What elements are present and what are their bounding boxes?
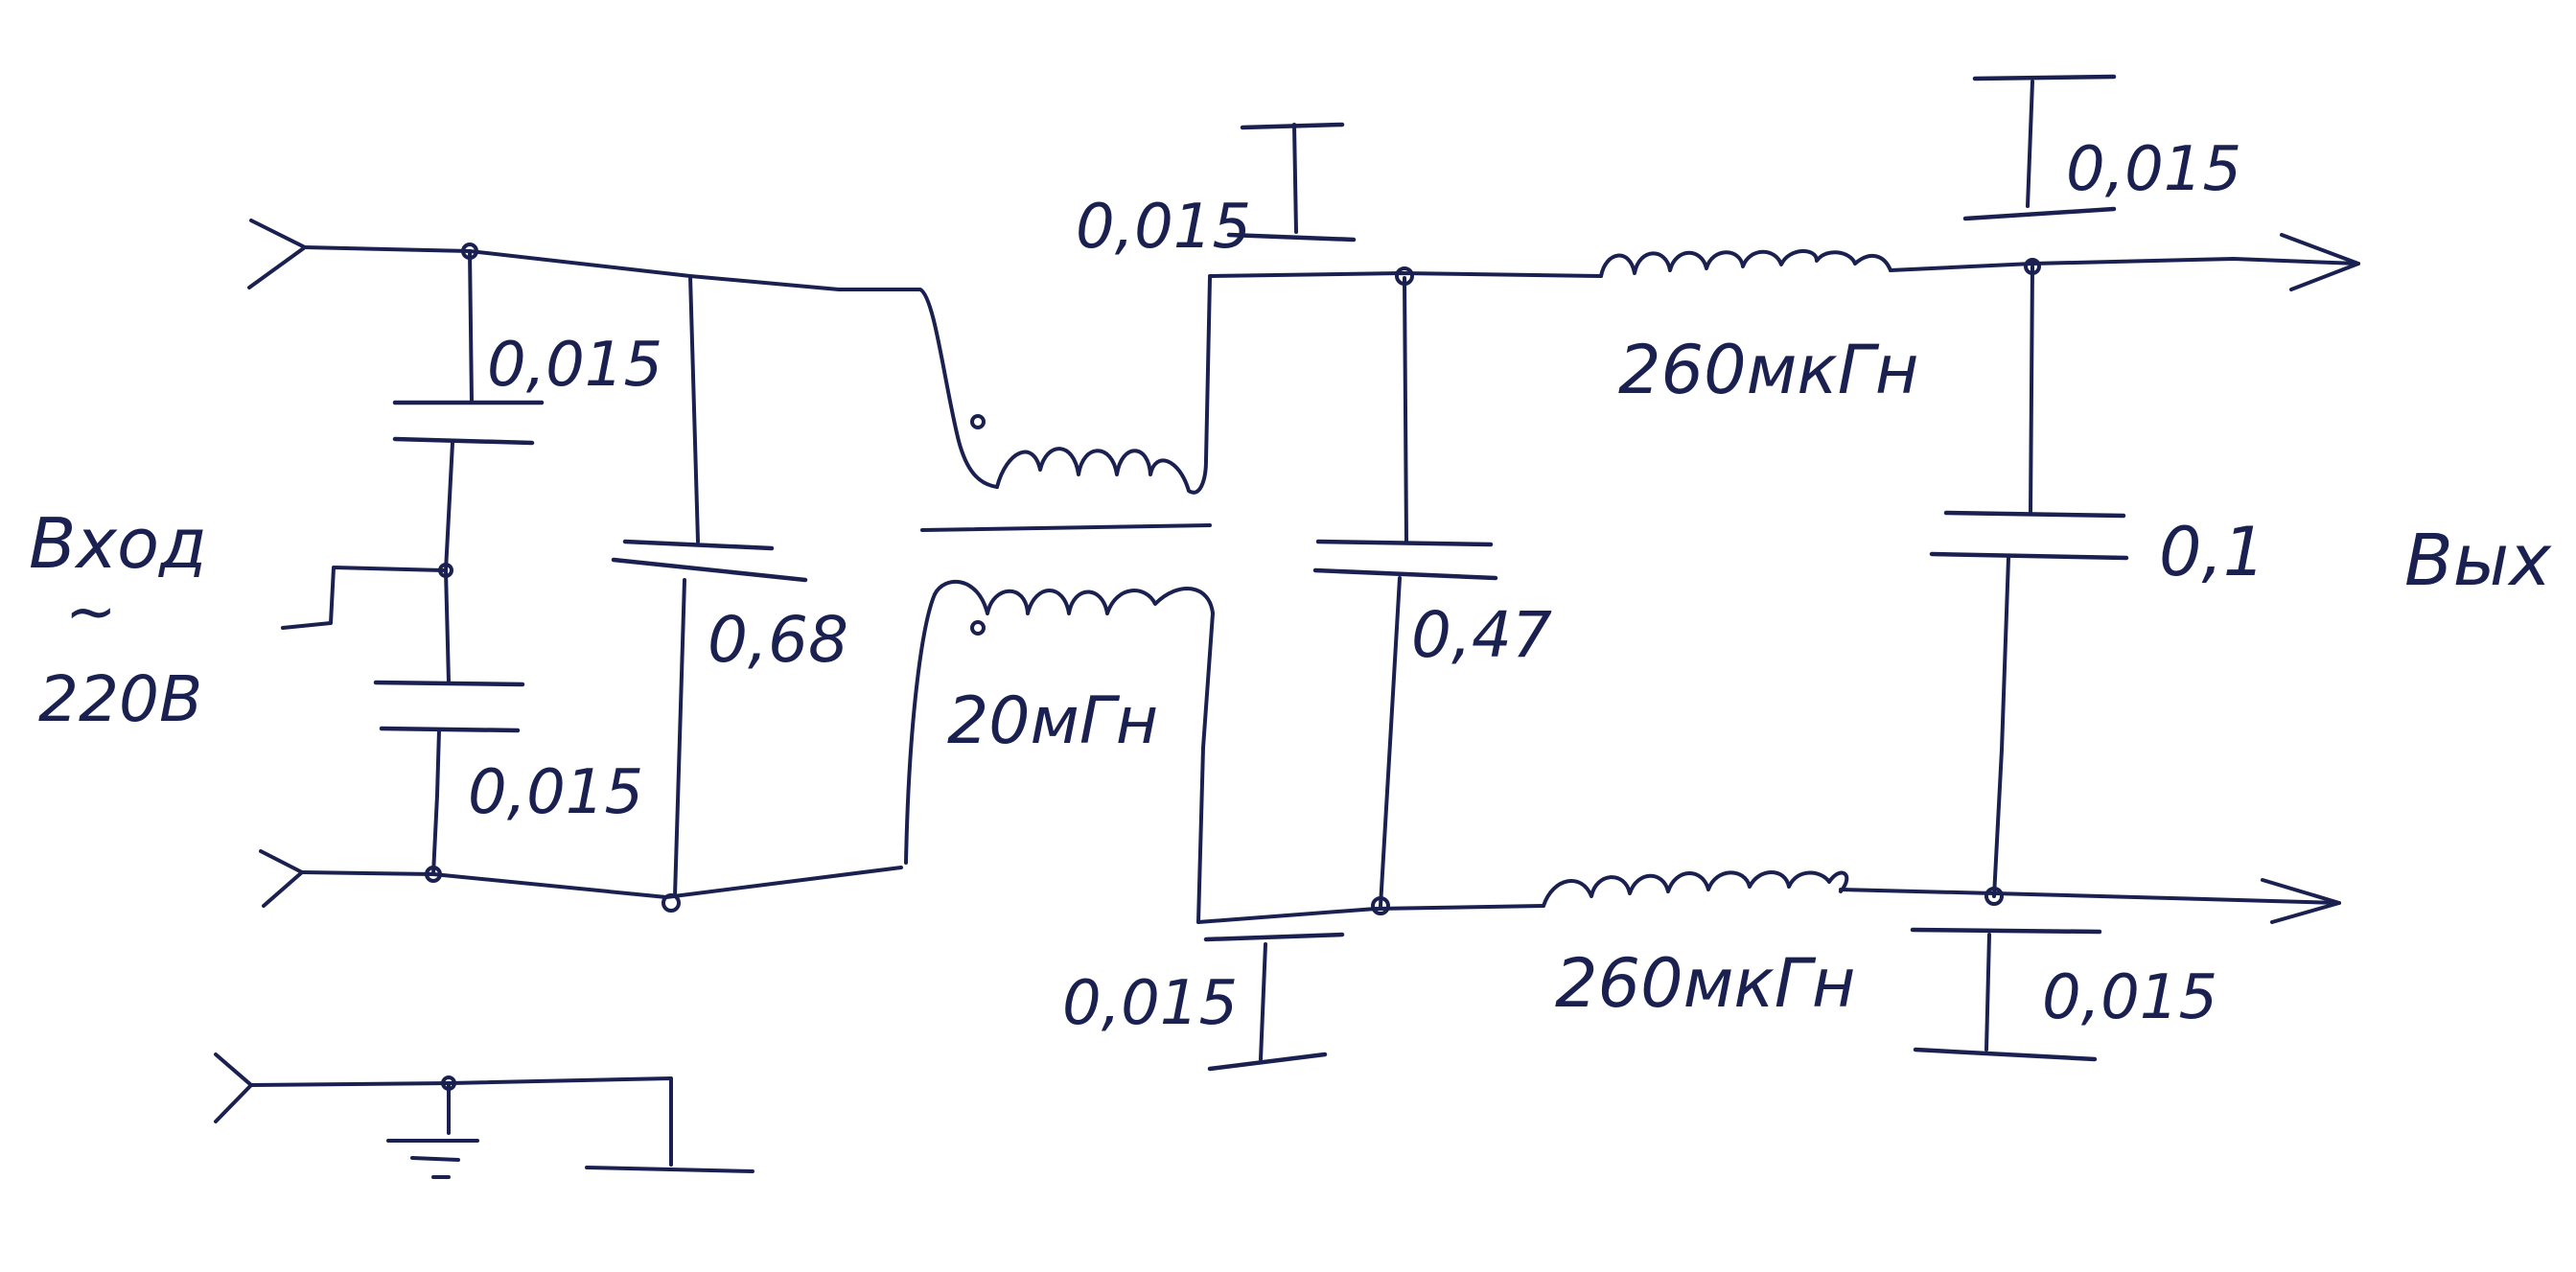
schematic-ink: Вход ~ 220В 0,015 0,015 0,68 0,015 0,015… (29, 74, 2552, 1179)
line-inductor-bottom (1542, 870, 2341, 924)
junction-earth (441, 1075, 456, 1091)
out-y-top-bar (1972, 74, 2117, 81)
input-y-capacitors (281, 243, 545, 883)
choke-y-top-bar (1240, 122, 1345, 130)
out-y-top-lead (2026, 80, 2034, 208)
input-arrow-bottom (259, 849, 304, 908)
junction-input-top (461, 243, 478, 260)
x-cap-out-plate1 (1943, 510, 2126, 519)
label-choke-y-bottom: 0,015 (1062, 968, 1238, 1039)
output-x-capacitor (1929, 258, 2129, 906)
out-y-bottom-bar (1913, 1047, 2098, 1062)
x-cap-out-lead-top (2029, 265, 2034, 515)
choke-y-bottom-lead (1259, 942, 1267, 1061)
out-y-bottom-lead (1984, 933, 1991, 1052)
y-cap-bottom-plate1 (373, 680, 525, 687)
out-y-top-plate (1962, 206, 2117, 221)
wire-input-bottom (300, 866, 903, 899)
wire-bottom-out (1839, 888, 2341, 905)
out-y-bottom-plate (1910, 927, 2102, 935)
common-mode-choke (904, 276, 1215, 924)
labels: Вход ~ 220В 0,015 0,015 0,68 0,015 0,015… (29, 134, 2552, 1039)
arrow-out-bottom (2261, 878, 2341, 924)
input-voltage: 220В (38, 662, 202, 736)
x-cap-input-lead-top (688, 274, 700, 543)
junction-xcap-bottom (661, 893, 681, 913)
y-cap-mid-lead (444, 441, 454, 684)
x-cap-out-lead-bottom (1992, 556, 2010, 898)
input-label: Вход (29, 503, 207, 584)
choke-y-top-lead (1292, 123, 1298, 234)
label-choke-inductance: 20мГн (947, 683, 1158, 759)
x-cap-out-plate2 (1929, 551, 2129, 561)
choke-dot-top (970, 414, 986, 429)
label-inductor-bottom: 260мкГн (1555, 944, 1855, 1023)
choke-y-top-plate (1226, 232, 1357, 243)
y-cap-bottom-plate2 (379, 726, 521, 733)
junction-mid-top (1395, 266, 1414, 286)
label-out-y-top: 0,015 (2066, 134, 2241, 205)
choke-y-bottom-plate (1203, 932, 1345, 942)
label-choke-y-top: 0,015 (1076, 192, 1251, 263)
choke-in-bottom (904, 592, 937, 865)
label-y-cap-top: 0,015 (487, 330, 662, 401)
junction-mid-bottom (1371, 896, 1390, 915)
output-y-capacitors (1910, 74, 2117, 1062)
input-line-top (247, 219, 999, 489)
x-cap-input-plate2 (611, 557, 808, 583)
choke-out-top (1204, 276, 1212, 462)
wire-input-top (303, 245, 999, 489)
x-cap-mid-plate2 (1312, 567, 1498, 581)
ground-symbol (386, 1139, 479, 1179)
x-cap-input (611, 274, 808, 913)
inductor-bottom-coil (1542, 870, 1849, 908)
label-inductor-top: 260мкГн (1618, 331, 1918, 409)
choke-y-capacitors (1203, 122, 1357, 1072)
input-line-bottom (259, 849, 903, 908)
input-earth-line (214, 1052, 754, 1179)
choke-dot-bottom (970, 620, 986, 636)
choke-winding-top (995, 447, 1208, 495)
wire-top-out (1889, 257, 2360, 272)
middle-x-capacitor (1196, 266, 1603, 924)
x-cap-mid-lead-bottom (1379, 576, 1402, 908)
input-ac-symbol: ~ (65, 577, 117, 648)
label-x-cap-middle: 0,47 (1411, 598, 1552, 672)
choke-core (920, 523, 1212, 532)
label-x-cap-output: 0,1 (2159, 513, 2265, 591)
y-cap-top-lead (468, 249, 474, 405)
output-label: Вых (2404, 520, 2552, 602)
wire-mid-bottom (1196, 904, 1545, 924)
wire-mid-top (1208, 271, 1603, 278)
x-cap-input-plate1 (622, 539, 775, 551)
inductor-top-coil (1599, 249, 1892, 278)
label-out-y-bottom: 0,015 (2042, 962, 2217, 1033)
x-cap-input-lead-bottom (673, 578, 686, 898)
junction-out-top (2024, 258, 2041, 275)
line-inductor-top (1599, 233, 2360, 291)
x-cap-mid-lead-top (1403, 276, 1408, 543)
chassis-plate (585, 1166, 754, 1173)
input-arrow-top (247, 219, 307, 289)
label-y-cap-bottom: 0,015 (468, 757, 643, 828)
junction-input-bottom (425, 866, 442, 883)
choke-winding-bottom (933, 579, 1215, 615)
label-x-cap-input: 0,68 (708, 603, 848, 677)
y-cap-bottom-lead (431, 729, 441, 876)
junction-out-bottom (1984, 887, 2004, 906)
y-cap-ground-branch (281, 566, 445, 630)
y-cap-top-plate2 (392, 436, 535, 446)
input-arrow-earth (214, 1052, 253, 1123)
wire-earth (249, 1076, 673, 1167)
arrow-out-top (2280, 233, 2360, 291)
choke-y-bottom-bar (1207, 1052, 1328, 1072)
x-cap-mid-plate1 (1315, 539, 1494, 547)
junction-y-mid (438, 563, 453, 578)
choke-out-bottom (1196, 612, 1215, 924)
